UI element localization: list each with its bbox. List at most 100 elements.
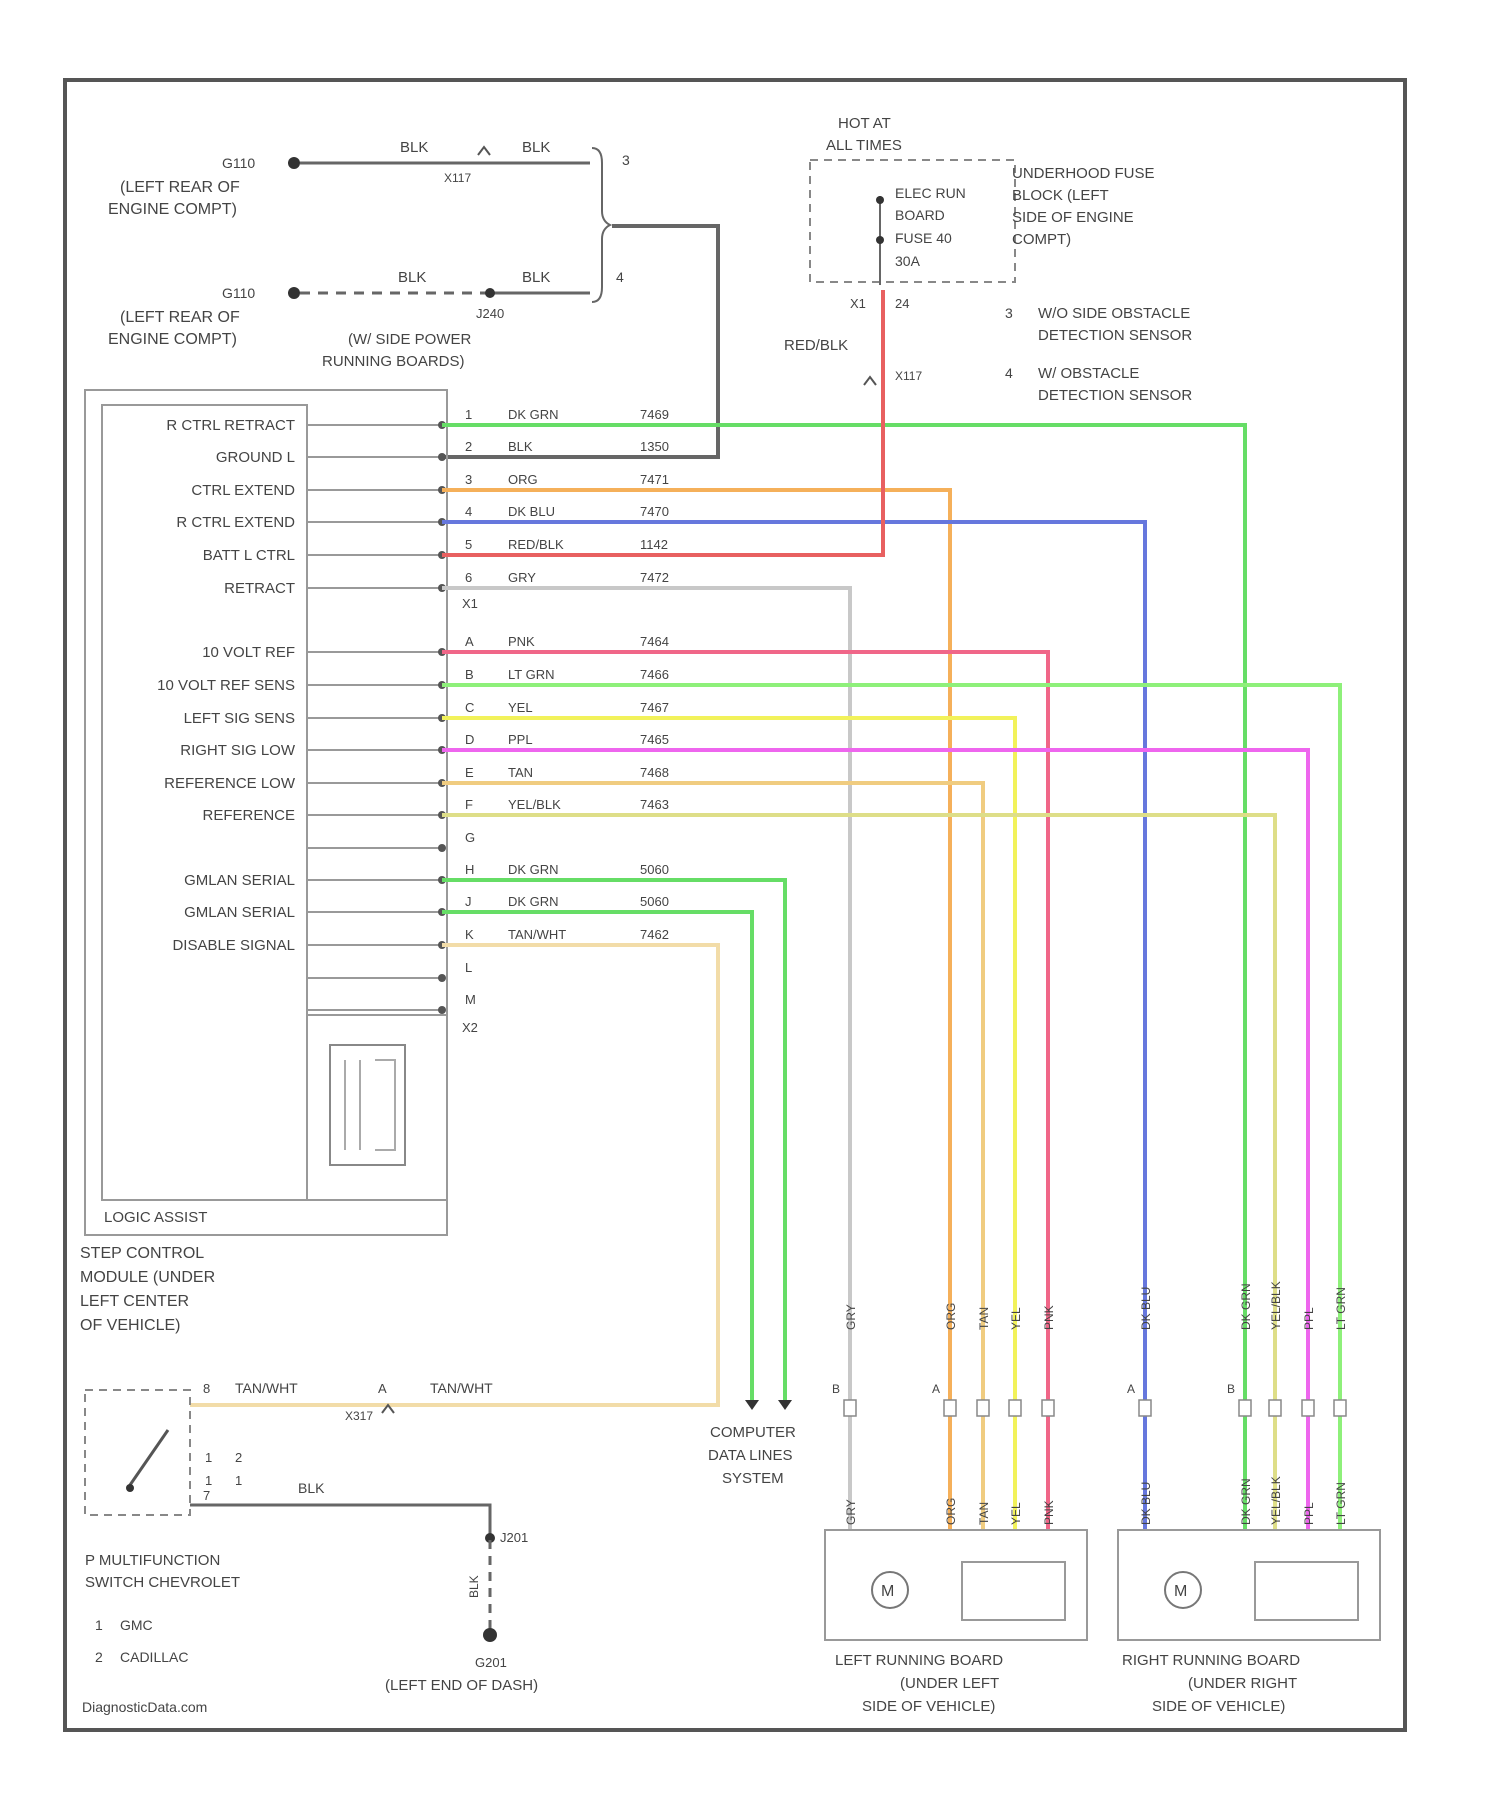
pin-label: GROUND L	[216, 449, 295, 466]
fuse-location-2: BLOCK (LEFT	[1012, 187, 1109, 204]
wire-ppl-7465	[442, 750, 1308, 1530]
ground-id: G110	[222, 285, 255, 301]
wire-dk-grn-5060-b	[442, 912, 752, 1400]
fuse-text-1: ELEC RUN	[895, 185, 966, 201]
wire-color-lower: YEL	[1009, 1502, 1023, 1525]
fuse-text-4: 30A	[895, 253, 921, 269]
wire-color: PNK	[508, 634, 535, 649]
module-pin-row: REFERENCEFYEL/BLK7463	[202, 797, 668, 824]
caption-2: RUNNING BOARDS)	[322, 353, 465, 370]
wire-dk-grn-5060-a	[442, 880, 785, 1400]
connector-icon	[944, 1400, 956, 1416]
fuse-terminal-icon	[876, 196, 884, 204]
data-lines-1: COMPUTER	[710, 1424, 796, 1441]
fuse-text-3: FUSE 40	[895, 230, 952, 246]
module-caption-2: MODULE (UNDER	[80, 1269, 215, 1286]
circuit-number: 7466	[640, 667, 669, 682]
switch-note-text: CADILLAC	[120, 1649, 188, 1665]
connector-pin: B	[832, 1382, 840, 1396]
pin-id: K	[465, 927, 474, 942]
pin-id: C	[465, 700, 474, 715]
wire-color-upper: DK GRN	[1239, 1283, 1253, 1330]
circuit-board-icon	[330, 1045, 405, 1165]
wire-color-upper: ORG	[944, 1303, 958, 1330]
fuse-location-4: COMPT)	[1012, 231, 1071, 248]
wire-color: DK BLU	[508, 504, 555, 519]
board-wire-labels: GRYGRYBORGORGATANTANYELYELPNKPNKDK BLUDK…	[832, 1281, 1348, 1525]
wire-color-lower: LT GRN	[1334, 1482, 1348, 1525]
wire-color: ORG	[508, 472, 538, 487]
circuit-number: 5060	[640, 862, 669, 877]
ground-point-icon	[288, 157, 300, 169]
wire-color: BLK	[508, 439, 533, 454]
fuse-terminal-icon	[876, 236, 884, 244]
wire-color: YEL/BLK	[508, 797, 561, 812]
vertical-wire-color: BLK	[467, 1575, 481, 1598]
module-pin-row: R CTRL RETRACT1DK GRN7469	[166, 407, 669, 434]
data-lines-2: DATA LINES	[708, 1447, 792, 1464]
ground-bus-wire	[442, 226, 718, 457]
wire-color-upper: YEL/BLK	[1269, 1281, 1283, 1330]
connector-icon	[844, 1400, 856, 1416]
pin-terminal-icon	[438, 844, 446, 852]
pin-label: DISABLE SIGNAL	[172, 937, 295, 954]
pin-id: 5	[465, 537, 472, 552]
module-pin-row: R CTRL EXTEND4DK BLU7470	[176, 504, 669, 531]
circuit-board-icon-inner	[345, 1060, 395, 1150]
module-caption-4: OF VEHICLE)	[80, 1317, 180, 1334]
wire-gry-7472	[442, 588, 850, 1530]
connector-icon	[977, 1400, 989, 1416]
splice-icon	[485, 288, 495, 298]
computer-data-lines: COMPUTER DATA LINES SYSTEM	[708, 1400, 796, 1487]
module-pin-row: GMLAN SERIALJDK GRN5060	[184, 894, 669, 921]
connector-icon	[864, 377, 876, 385]
wire-color-upper: PNK	[1042, 1305, 1056, 1330]
switch-contact	[130, 1430, 168, 1485]
pin-id: H	[465, 862, 474, 877]
connector-icon	[478, 147, 490, 155]
wire-color-upper: GRY	[844, 1304, 858, 1330]
note-text-2: DETECTION SENSOR	[1038, 387, 1192, 404]
connector-pin: A	[932, 1382, 940, 1396]
pin-terminal-icon	[438, 453, 446, 461]
switch-wire-b: TAN/WHT	[430, 1380, 493, 1396]
switch-col-2: 2	[235, 1450, 242, 1465]
note-num: 3	[1005, 305, 1013, 321]
wires	[190, 290, 1340, 1530]
wire-color-upper: TAN	[977, 1307, 991, 1330]
wire-yel-blk-7463	[442, 815, 1275, 1530]
ground-location: (LEFT END OF DASH)	[385, 1677, 538, 1694]
wire-color: DK GRN	[508, 407, 559, 422]
circuit-number: 7462	[640, 927, 669, 942]
note-text-2: DETECTION SENSOR	[1038, 327, 1192, 344]
pin-label: 10 VOLT REF SENS	[157, 677, 295, 694]
pin-id: 2	[465, 439, 472, 454]
note-text-1: W/ OBSTACLE	[1038, 365, 1139, 382]
pin-id: 4	[465, 504, 472, 519]
pin-label: GMLAN SERIAL	[184, 904, 295, 921]
ground-wire-color: BLK	[298, 1480, 325, 1496]
ground-bottom: BLK J201 BLK G201 (LEFT END OF DASH)	[190, 1480, 538, 1694]
caption-1: (W/ SIDE POWER	[348, 331, 472, 348]
wire-color: TAN	[508, 765, 533, 780]
pin-label: GMLAN SERIAL	[184, 872, 295, 889]
arrow-down-icon	[745, 1400, 759, 1410]
switch-outline	[85, 1390, 190, 1515]
fuse-location-1: UNDERHOOD FUSE	[1012, 165, 1155, 182]
pin-id: E	[465, 765, 474, 780]
switch-connector-id: X317	[345, 1409, 373, 1423]
module-caption-1: STEP CONTROL	[80, 1245, 204, 1262]
module-caption-3: LEFT CENTER	[80, 1293, 189, 1310]
board-box	[825, 1530, 1087, 1640]
right-running-board: M RIGHT RUNNING BOARD (UNDER RIGHT SIDE …	[1118, 1530, 1380, 1715]
board-caption-3: SIDE OF VEHICLE)	[1152, 1698, 1285, 1715]
pin-number: 3	[622, 152, 630, 168]
module-pin-row: M	[307, 992, 476, 1014]
wire-color-lower: GRY	[844, 1499, 858, 1525]
module-pin-row: LEFT SIG SENSCYEL7467	[184, 700, 669, 727]
switch-row2-1: 1	[205, 1473, 212, 1488]
